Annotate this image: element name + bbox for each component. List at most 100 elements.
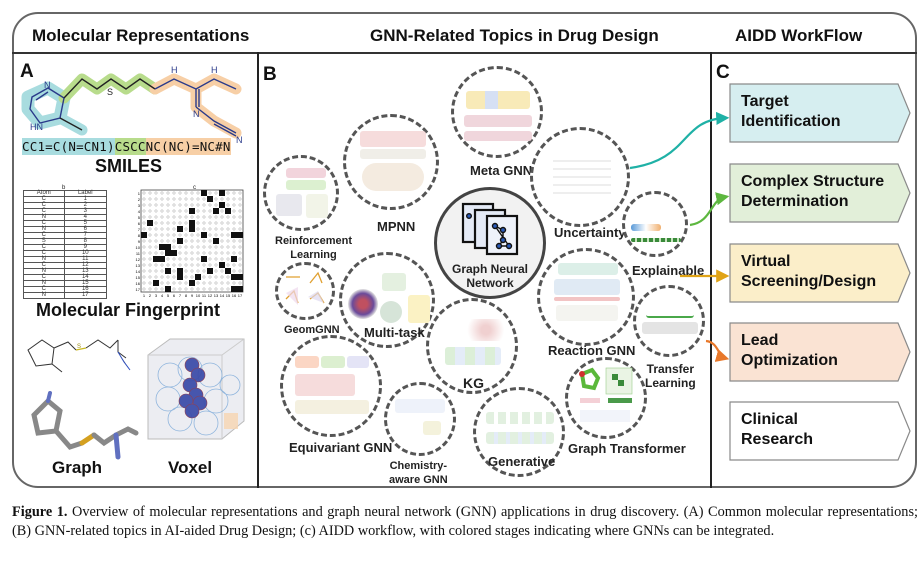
- matrix-cell-empty: [238, 215, 242, 219]
- topic-circle-explainable[interactable]: [622, 191, 688, 257]
- smiles-label: SMILES: [95, 156, 163, 176]
- matrix-cell-empty: [190, 263, 194, 267]
- matrix-cell-empty: [220, 251, 224, 255]
- matrix-cell-filled: [207, 268, 213, 274]
- atom-n-label: N: [44, 80, 51, 90]
- matrix-cell-filled: [141, 232, 147, 238]
- matrix-cell-empty: [190, 197, 194, 201]
- matrix-row-label: 15: [136, 275, 141, 280]
- topic-circle-kg[interactable]: [426, 298, 518, 394]
- matrix-cell-empty: [196, 191, 200, 195]
- matrix-cell-empty: [154, 287, 158, 291]
- matrix-col-label: 9: [191, 293, 194, 298]
- matrix-cell-empty: [190, 239, 194, 243]
- matrix-cell-empty: [166, 221, 170, 225]
- workflow-step-shape[interactable]: [729, 163, 911, 223]
- topic-circle-geomgnn[interactable]: [275, 262, 335, 320]
- matrix-cell-empty: [154, 215, 158, 219]
- matrix-cell-empty: [196, 287, 200, 291]
- topic-circle-multi-task[interactable]: [339, 252, 435, 348]
- matrix-cell-empty: [154, 221, 158, 225]
- workflow-step-shape[interactable]: [729, 322, 911, 382]
- topic-circle-uncertainty[interactable]: [530, 127, 630, 227]
- matrix-cell-empty: [172, 203, 176, 207]
- workflow-step-shape[interactable]: [729, 401, 911, 461]
- topic-label-reaction-gnn: Reaction GNN: [548, 343, 636, 358]
- matrix-cell-empty: [142, 257, 146, 261]
- topic-label-kg: KG: [463, 375, 484, 391]
- matrix-cell-empty: [142, 203, 146, 207]
- gnn-topics-title: GNN-Related Topics in Drug Design: [370, 26, 659, 45]
- topic-circle-reaction-gnn[interactable]: [537, 248, 635, 346]
- matrix-cell-empty: [202, 197, 206, 201]
- matrix-cell-empty: [220, 245, 224, 249]
- topic-circle-reinforcement-learning[interactable]: [263, 155, 339, 231]
- matrix-cell-empty: [190, 269, 194, 273]
- matrix-cell-empty: [184, 275, 188, 279]
- matrix-cell-empty: [160, 227, 164, 231]
- matrix-cell-empty: [238, 197, 242, 201]
- matrix-cell-empty: [142, 197, 146, 201]
- atom-h1-label: H: [171, 65, 178, 75]
- topic-circle-transfer-learning[interactable]: [633, 285, 705, 357]
- matrix-cell-empty: [208, 251, 212, 255]
- topic-circle-generative[interactable]: [473, 387, 565, 477]
- topic-circle-equivariant-gnn[interactable]: [280, 335, 382, 437]
- matrix-cell-empty: [214, 287, 218, 291]
- matrix-cell-empty: [196, 209, 200, 213]
- topic-circle-mpnn[interactable]: [343, 114, 439, 210]
- matrix-cell-empty: [214, 221, 218, 225]
- matrix-row-label: 5: [138, 215, 141, 220]
- topic-label-uncertainty: Uncertainty: [554, 225, 626, 240]
- matrix-cell-empty: [184, 257, 188, 261]
- matrix-cell-filled: [237, 274, 243, 280]
- matrix-cell-empty: [154, 263, 158, 267]
- matrix-cell-empty: [148, 257, 152, 261]
- matrix-cell-empty: [148, 215, 152, 219]
- topic-circle-meta-gnn[interactable]: [451, 66, 543, 158]
- matrix-cell-filled: [165, 244, 171, 250]
- workflow-step-shape[interactable]: [729, 83, 911, 143]
- matrix-cell-filled: [171, 250, 177, 256]
- caption-label: Figure 1.: [12, 504, 68, 520]
- matrix-col-label: 12: [208, 293, 213, 298]
- matrix-cell-empty: [232, 239, 236, 243]
- matrix-cell-empty: [178, 257, 182, 261]
- matrix-col-label: 15: [226, 293, 231, 298]
- topic-circle-graph-transformer[interactable]: [565, 357, 647, 439]
- matrix-cell-empty: [148, 263, 152, 267]
- divider-b-c: [710, 52, 712, 488]
- matrix-row-label: 4: [138, 209, 141, 214]
- matrix-cell-empty: [154, 239, 158, 243]
- matrix-cell-filled: [165, 286, 171, 292]
- matrix-cell-empty: [232, 191, 236, 195]
- matrix-col-label: 7: [179, 293, 182, 298]
- matrix-cell-empty: [208, 281, 212, 285]
- matrix-cell-empty: [178, 209, 182, 213]
- matrix-cell-empty: [220, 215, 224, 219]
- matrix-cell-empty: [172, 209, 176, 213]
- workflow-step-shape[interactable]: [729, 243, 911, 303]
- topic-circle-chemistry-aware-gnn[interactable]: [384, 382, 456, 456]
- matrix-cell-filled: [237, 232, 243, 238]
- matrix-cell-empty: [202, 221, 206, 225]
- matrix-col-label: 4: [161, 293, 164, 298]
- matrix-cell-empty: [148, 191, 152, 195]
- matrix-cell-filled: [159, 256, 165, 262]
- matrix-row-label: 8: [138, 233, 141, 238]
- graph-2d-structure: S: [27, 339, 131, 373]
- matrix-cell-empty: [172, 197, 176, 201]
- matrix-cell-empty: [178, 281, 182, 285]
- matrix-col-label: 8: [185, 293, 188, 298]
- matrix-cell-empty: [226, 257, 230, 261]
- matrix-cell-empty: [154, 227, 158, 231]
- matrix-cell-empty: [172, 245, 176, 249]
- matrix-cell-empty: [148, 269, 152, 273]
- matrix-cell-filled: [201, 256, 207, 262]
- matrix-cell-empty: [208, 239, 212, 243]
- matrix-cell-empty: [232, 245, 236, 249]
- matrix-cell-empty: [214, 281, 218, 285]
